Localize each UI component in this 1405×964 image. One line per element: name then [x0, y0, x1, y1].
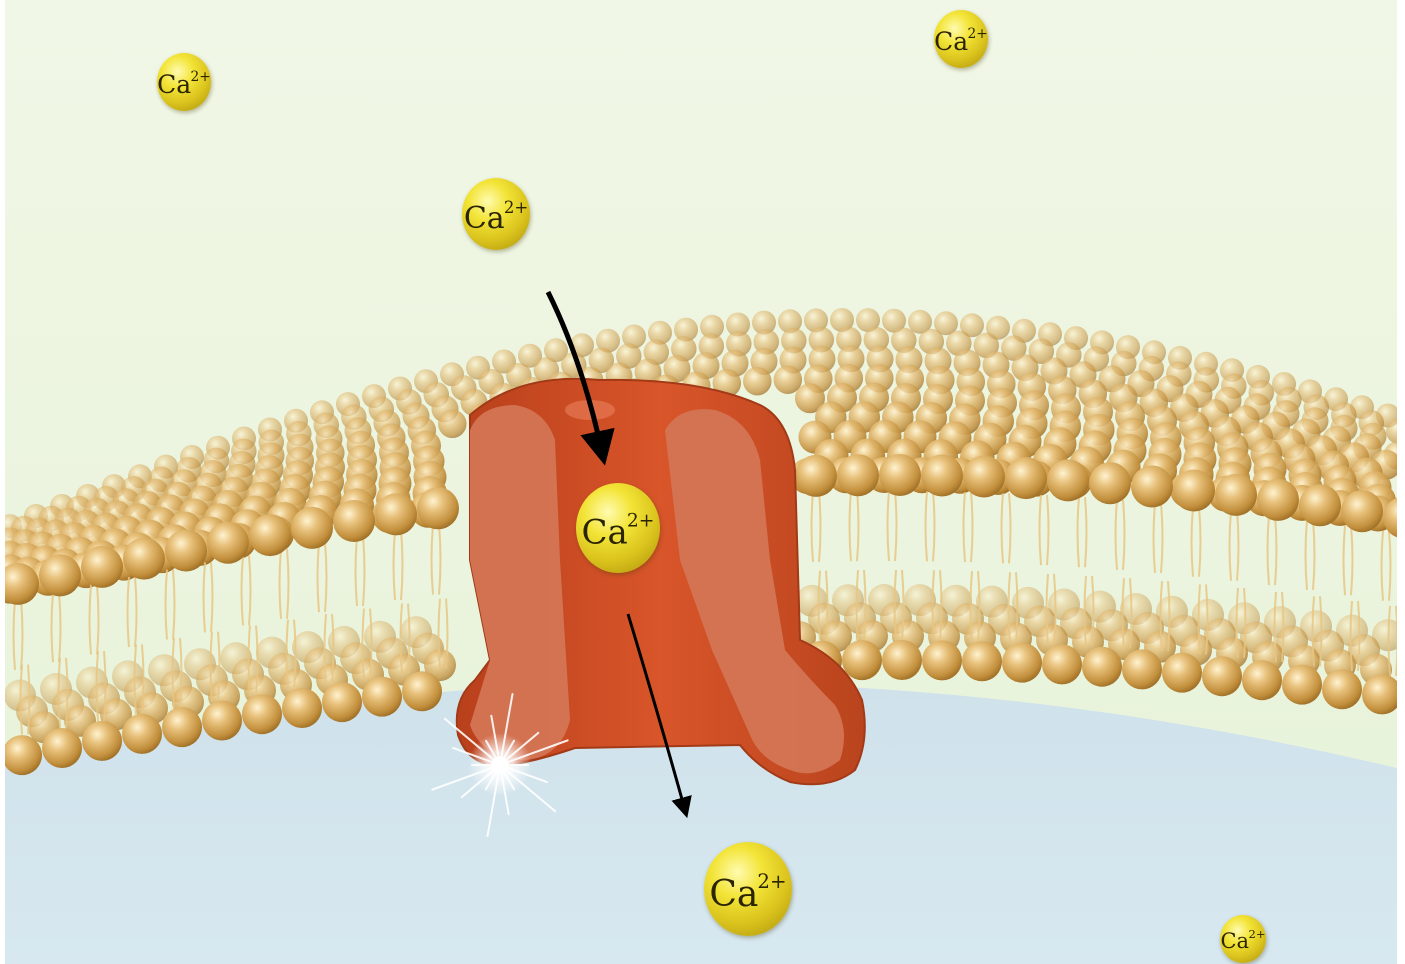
ion-charge: 2+	[968, 26, 988, 42]
ion-charge: 2+	[191, 69, 211, 85]
ion-symbol: Ca	[709, 877, 758, 913]
ion-symbol: Ca	[157, 72, 191, 97]
ion-symbol: Ca	[934, 29, 968, 54]
calcium-ion: Ca2+	[1220, 915, 1266, 963]
ion-charge: 2+	[1249, 927, 1266, 941]
ion-symbol: Ca	[464, 204, 505, 234]
calcium-ion: Ca2+	[704, 842, 792, 936]
calcium-ion: Ca2+	[462, 178, 530, 250]
ion-charge: 2+	[504, 198, 528, 217]
calcium-ion: Ca2+	[157, 53, 211, 111]
ion-symbol: Ca	[1220, 932, 1249, 953]
ion-charge: 2+	[757, 870, 786, 893]
calcium-ion: Ca2+	[934, 10, 988, 68]
ion-symbol: Ca	[582, 515, 628, 549]
ion-charge: 2+	[627, 511, 655, 532]
calcium-ion-in-channel: Ca2+	[576, 483, 660, 573]
